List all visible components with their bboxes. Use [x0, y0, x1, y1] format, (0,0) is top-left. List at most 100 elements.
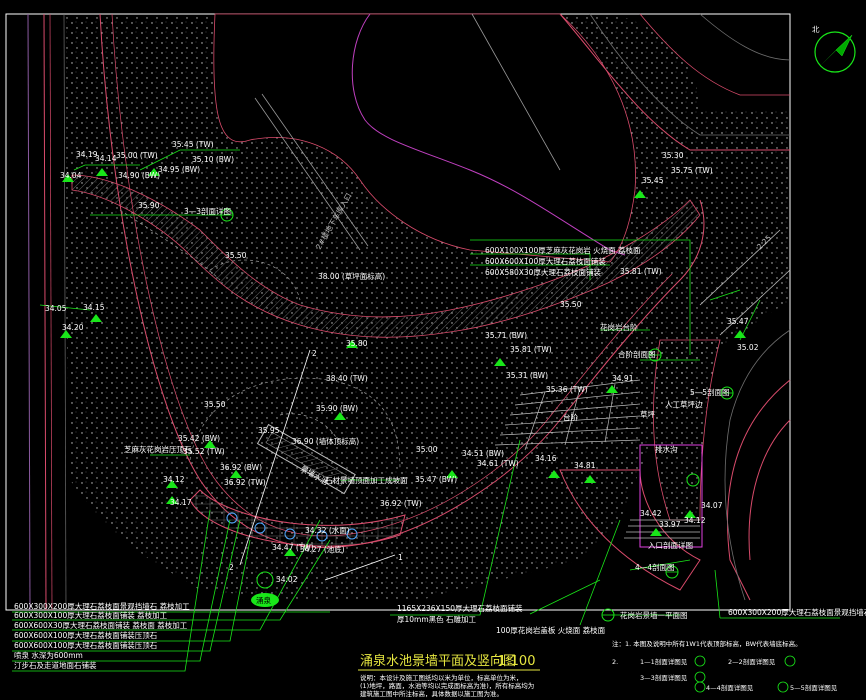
- drawing-scale: 1:100: [498, 654, 535, 669]
- legend-item: 喷泉 水深为600mm: [14, 650, 83, 660]
- elev-label: 35.90 (BW): [316, 404, 358, 413]
- callout-label: 600X600X100厚大理石荔枝面铺装: [485, 256, 606, 266]
- elev-label: 35.10 (BW): [192, 155, 234, 164]
- callout-label: 石材景墙顶面加工成坡面: [325, 475, 408, 485]
- section-marker-1: 1: [398, 553, 403, 562]
- elev-label: 34.27 (池底): [300, 544, 345, 554]
- elev-label: 34.17: [170, 498, 192, 507]
- right-road-curve-2: [724, 329, 791, 601]
- upper-right-road: [559, 13, 791, 151]
- elev-label: 35.30: [662, 151, 684, 160]
- elev-label: 34.32 (水面): [305, 525, 350, 535]
- elev-label: 34.19: [76, 150, 98, 159]
- left-road-edge: [27, 13, 67, 611]
- section-marker-2-bottom: 2: [229, 563, 234, 572]
- callout-label: 厚10mm黑色 石雕加工: [397, 614, 477, 624]
- legend-item: 600X300X200厚大理石荔枝面景观挡墙石 荔枝加工: [14, 601, 190, 611]
- elev-label: 33.97: [659, 520, 681, 529]
- callout-label: 花岗岩景墙一平面图: [620, 610, 688, 620]
- elev-label: 34.04: [60, 171, 82, 180]
- callout-circle-dividers: [221, 214, 733, 616]
- legend-item: 600X600X100厚大理石荔枝面铺装压顶石: [14, 640, 158, 650]
- note-section-symbols: [694, 655, 796, 693]
- garage-ramp: [254, 13, 561, 251]
- section-marker-2-top: 2: [312, 349, 317, 358]
- callout-label: 600X300X200厚大理石荔枝面景观挡墙石: [728, 607, 866, 617]
- notes-right: 注：1. 本图及说明中所有1W1代表顶部标高，BW代表墙底标高。 2. 1—1剖…: [612, 639, 838, 692]
- note-line: 1—1剖面详图见: [640, 657, 688, 666]
- elev-label: 36.92 (TW): [380, 499, 422, 508]
- north-arrow: [814, 31, 856, 73]
- callout-label: 600X580X30厚大理石荔枝面铺装: [485, 267, 601, 277]
- elev-label: 34.16: [535, 454, 557, 463]
- callout-label: 600X100X100厚芝麻灰花岗岩 火烧面 荔枝面: [485, 245, 641, 255]
- elev-label: 38.40 (TW): [326, 374, 368, 383]
- elev-label: 34.05: [45, 304, 67, 313]
- elev-label: 34.95 (BW): [158, 165, 200, 174]
- callout-label: 台阶: [563, 412, 578, 422]
- elev-label: 35.36 (TW): [546, 385, 588, 394]
- note-line: 2—2剖面详图见: [728, 657, 776, 666]
- elev-label: 35.00 (TW): [116, 151, 158, 160]
- curved-walkway: [71, 174, 701, 338]
- callout-label: 100厚花岗岩盖板 火烧面 荔枝面: [496, 625, 606, 635]
- elev-label: 35.52 (TW): [183, 447, 225, 456]
- note-line: 建筑施工图中所注标高，具体数据以施工图为准。: [360, 689, 503, 698]
- elev-label: 35.90: [138, 201, 160, 210]
- elev-label: 35.31 (BW): [506, 371, 548, 380]
- callout-label: 1165X236X150厚大理石荔枝面铺装: [397, 603, 523, 613]
- elev-label: 34.02: [276, 575, 298, 584]
- legend-item: 600X600X30厚大理石荔枝面铺装 荔枝面 荔枝加工: [14, 620, 188, 630]
- elev-label: 35.50: [225, 251, 247, 260]
- elev-label: 34.20: [62, 323, 84, 332]
- elev-label: 35.47 (BW): [415, 475, 457, 484]
- callout-label: 人工草坪边: [665, 399, 703, 409]
- elev-label: 36.92 (BW): [220, 463, 262, 472]
- note-line: 4—4剖面详图见: [706, 683, 754, 692]
- elev-label: 34.12: [684, 516, 706, 525]
- right-road-curve: [727, 379, 791, 601]
- elev-label: 34.15: [83, 303, 105, 312]
- elev-label: 34.91: [612, 374, 634, 383]
- elev-label: 35.95: [258, 426, 280, 435]
- elev-label: 35.45: [642, 176, 664, 185]
- callout-label: 5—5剖面图: [690, 387, 730, 397]
- legend-item: 汀步石及走道地面石铺装: [14, 660, 97, 670]
- elev-label: 35.02: [737, 343, 759, 352]
- entrance-plaza: [559, 469, 701, 591]
- entrance-steps: [624, 519, 700, 539]
- fountain-jets: [226, 512, 358, 542]
- elev-label: 35.81 (TW): [620, 267, 662, 276]
- dimension-arrows: [699, 229, 791, 336]
- elev-label: 34.47 (TW): [272, 543, 314, 552]
- callout-label: 芝麻灰花岗岩压顶石: [124, 444, 192, 454]
- note-line: 5—5剖面详图见: [790, 683, 838, 692]
- elev-label: 34.90 (BW): [118, 171, 160, 180]
- note-line: 3—3剖面详图见: [640, 673, 688, 682]
- elevation-labels: 34.19 34.14 34.04 35.00 (TW) 34.90 (BW) …: [45, 140, 759, 584]
- callout-label: 草坪: [640, 409, 655, 419]
- lawn-boundary: [351, 13, 626, 256]
- elevation-markers: [60, 168, 746, 556]
- elev-label: 34.12: [163, 475, 185, 484]
- elev-label: 38.00 (草坪面标高): [318, 271, 385, 281]
- north-label: 北: [812, 25, 820, 34]
- legend-item: 600X600X100厚大理石荔枝面铺装压顶石: [14, 630, 158, 640]
- elev-label: 35.00: [416, 445, 438, 454]
- note-line: 说明：本设计及施工图纸均以米为单位，标高单位为米，: [360, 673, 523, 682]
- note-line: (1)地坪，路面，水池等均以完成面标高为准)，所有标高均为: [360, 681, 534, 690]
- elev-label: 34.14: [95, 154, 117, 163]
- callout-label: 4—4剖面图: [635, 562, 675, 572]
- elev-label: 35.71 (BW): [485, 331, 527, 340]
- callout-label: 排水沟: [655, 444, 678, 454]
- elev-label: 34.42: [640, 509, 662, 518]
- elev-label: 35.50: [204, 400, 226, 409]
- legend-left: 600X300X200厚大理石荔枝面景观挡墙石 荔枝加工 600X300X100…: [14, 601, 190, 670]
- callout-label: 合阶剖面图: [618, 349, 656, 359]
- entrance-magenta-box: [639, 444, 703, 548]
- note-line: 注：1. 本图及说明中所有1W1代表顶部标高，BW代表墙底标高。: [612, 639, 802, 648]
- elev-label: 35.81 (TW): [510, 345, 552, 354]
- elev-label: 34.07: [701, 501, 723, 510]
- callout-label: 3—3剖面详图: [184, 206, 231, 216]
